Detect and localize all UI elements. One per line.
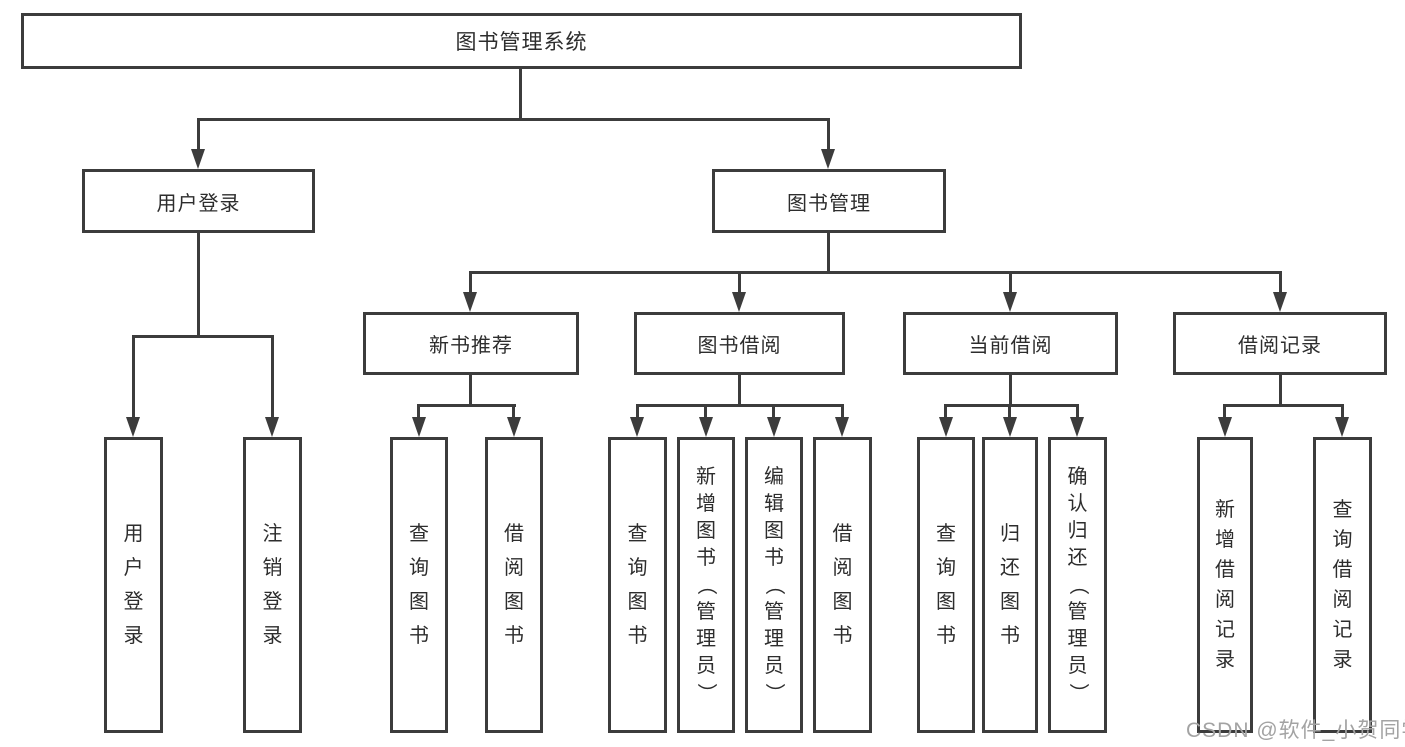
node-leaf-logout: 注销登录 — [243, 437, 302, 733]
connector-drop-edit-book — [772, 404, 775, 418]
arrowhead-query-book-1-icon — [412, 417, 426, 437]
arrowhead-query-book-3-icon — [939, 417, 953, 437]
arrowhead-add-record-icon — [1218, 417, 1232, 437]
node-leaf-borrow-book-1: 借阅图书 — [485, 437, 543, 733]
node-borrow-records: 借阅记录 — [1173, 312, 1387, 375]
arrowhead-book-borrow-icon — [732, 292, 746, 312]
connector-drop-leaf-logout — [271, 335, 274, 418]
connector-user-login-stem — [197, 233, 200, 336]
arrowhead-user-login-icon — [191, 149, 205, 169]
connector-book-mgmt-rail — [469, 271, 1282, 274]
connector-book-borrow-rail — [636, 404, 844, 407]
node-root: 图书管理系统 — [21, 13, 1022, 69]
connector-borrow-records-stem — [1279, 375, 1282, 407]
connector-new-book-rec-stem — [469, 375, 472, 407]
connector-drop-leaf-user-login — [132, 335, 135, 418]
arrowhead-confirm-return-icon — [1070, 417, 1084, 437]
node-leaf-query-book-3: 查询图书 — [917, 437, 975, 733]
connector-current-borrow-stem — [1009, 375, 1012, 407]
arrowhead-edit-book-icon — [767, 417, 781, 437]
arrowhead-borrow-book-1-icon — [507, 417, 521, 437]
connector-drop-query-book-3 — [944, 404, 947, 418]
connector-drop-borrow-records — [1279, 271, 1282, 294]
arrowhead-current-borrow-icon — [1003, 292, 1017, 312]
connector-drop-confirm-return — [1076, 404, 1079, 418]
arrowhead-new-book-rec-icon — [463, 292, 477, 312]
node-book-management: 图书管理 — [712, 169, 946, 233]
node-leaf-query-borrow-record: 查询借阅记录 — [1313, 437, 1372, 733]
node-leaf-add-borrow-record: 新增借阅记录 — [1197, 437, 1253, 733]
node-leaf-add-book: 新增图书（管理员） — [677, 437, 735, 733]
connector-drop-query-book-2 — [636, 404, 639, 418]
connector-drop-current-borrow — [1009, 271, 1012, 294]
connector-drop-new-book-rec — [469, 271, 472, 294]
connector-drop-query-record — [1341, 404, 1344, 418]
arrowhead-query-record-icon — [1335, 417, 1349, 437]
node-leaf-query-book-1: 查询图书 — [390, 437, 448, 733]
arrowhead-add-book-icon — [699, 417, 713, 437]
node-leaf-borrow-book-2: 借阅图书 — [813, 437, 872, 733]
connector-current-borrow-rail — [944, 404, 1079, 407]
connector-root-rail — [197, 118, 830, 121]
connector-drop-return-book — [1008, 404, 1011, 418]
node-leaf-confirm-return: 确认归还（管理员） — [1048, 437, 1107, 733]
connector-book-mgmt-stem — [827, 233, 830, 273]
connector-drop-book-borrow — [738, 271, 741, 294]
arrowhead-query-book-2-icon — [630, 417, 644, 437]
connector-root-stem — [519, 69, 522, 118]
connector-drop-query-book-1 — [417, 404, 420, 418]
node-leaf-edit-book: 编辑图书（管理员） — [745, 437, 803, 733]
node-book-borrow: 图书借阅 — [634, 312, 845, 375]
connector-user-login-rail — [132, 335, 274, 338]
node-user-login: 用户登录 — [82, 169, 315, 233]
arrowhead-book-mgmt-icon — [821, 149, 835, 169]
node-new-book-recommend: 新书推荐 — [363, 312, 579, 375]
connector-new-book-rec-rail — [417, 404, 516, 407]
node-leaf-return-book: 归还图书 — [982, 437, 1038, 733]
arrowhead-borrow-book-2-icon — [835, 417, 849, 437]
connector-drop-add-book — [704, 404, 707, 418]
node-leaf-user-login: 用户登录 — [104, 437, 163, 733]
arrowhead-return-book-icon — [1003, 417, 1017, 437]
connector-drop-add-record — [1223, 404, 1226, 418]
connector-drop-borrow-book-2 — [841, 404, 844, 418]
node-current-borrow: 当前借阅 — [903, 312, 1118, 375]
arrowhead-borrow-records-icon — [1273, 292, 1287, 312]
connector-drop-borrow-book-1 — [512, 404, 515, 418]
connector-drop-book-mgmt — [827, 118, 830, 150]
arrowhead-leaf-user-login-icon — [126, 417, 140, 437]
watermark: CSDN @软件_小贺同学 — [1186, 719, 1405, 742]
connector-borrow-records-rail — [1223, 404, 1344, 407]
connector-drop-user-login — [197, 118, 200, 150]
connector-book-borrow-stem — [738, 375, 741, 407]
node-leaf-query-book-2: 查询图书 — [608, 437, 667, 733]
arrowhead-leaf-logout-icon — [265, 417, 279, 437]
